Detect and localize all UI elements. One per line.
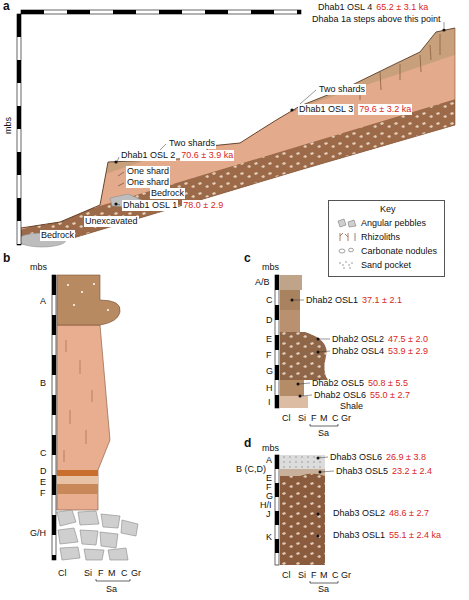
age-value: 23.2 ± 2.4 bbox=[392, 466, 432, 477]
age-value: 70.6 ± 3.9 ka bbox=[180, 150, 234, 161]
layer-label: E bbox=[266, 334, 272, 345]
age-value: 48.6 ± 2.7 bbox=[389, 508, 429, 519]
layer-label: A/B bbox=[255, 277, 270, 288]
layer-label: Bedrock bbox=[40, 230, 75, 241]
legend-text: Angular pebbles bbox=[361, 218, 426, 229]
layer-label: F bbox=[98, 568, 104, 579]
legend-text: Sand pocket bbox=[361, 260, 411, 271]
layer-label: Cl bbox=[282, 413, 291, 424]
layer-label: Dhab1 OSL 2 bbox=[120, 150, 176, 161]
layer-label: mbs bbox=[262, 262, 279, 273]
layer-label: D bbox=[40, 466, 47, 477]
layer-label: F bbox=[311, 413, 317, 424]
age-value: 78.0 ± 2.9 bbox=[182, 200, 224, 211]
layer-label: Two shards bbox=[318, 84, 366, 95]
layer-label: I bbox=[268, 397, 271, 408]
layer-label: One shard bbox=[126, 177, 170, 188]
layer-label: Dhab2 OSL1 bbox=[306, 295, 358, 306]
layer-label: Si bbox=[298, 570, 306, 581]
layer-label: mbs bbox=[262, 443, 279, 454]
layer-label: mbs bbox=[30, 262, 47, 273]
layer-label: D bbox=[266, 315, 273, 326]
layer-label: H bbox=[266, 383, 273, 394]
layer-label: E bbox=[40, 477, 46, 488]
legend-text: Rhizoliths bbox=[361, 232, 400, 243]
layer-label: F bbox=[40, 488, 46, 499]
layer-label: M bbox=[320, 570, 328, 581]
layer-label: C bbox=[121, 568, 128, 579]
age-value: 55.0 ± 2.7 bbox=[370, 390, 410, 401]
layer-label: Si bbox=[84, 568, 92, 579]
layer-label: J bbox=[266, 509, 271, 520]
layer-label: Cl bbox=[58, 568, 67, 579]
age-value: 37.1 ± 2.1 bbox=[362, 295, 402, 306]
age-value: 53.9 ± 2.9 bbox=[388, 346, 428, 357]
layer-label: F bbox=[266, 350, 272, 361]
panel-letter: a bbox=[3, 0, 10, 13]
layer-label: Dhab2 OSL6 bbox=[314, 390, 366, 401]
layer-label: A bbox=[266, 455, 272, 466]
layer-label: Cl bbox=[282, 570, 291, 581]
legend-text: Carbonate nodules bbox=[361, 246, 437, 257]
age-value: 65.2 ± 3.1 ka bbox=[376, 2, 428, 13]
key-title: Key bbox=[380, 204, 396, 215]
layer-label: Gr bbox=[341, 570, 351, 581]
layer-label: Dhab3 OSL6 bbox=[330, 452, 382, 463]
layer-label: Gr bbox=[341, 413, 351, 424]
layer-label: Dhab1 OSL 3 bbox=[298, 104, 354, 115]
layer-label: Two shards bbox=[168, 138, 216, 149]
layer-label: F bbox=[311, 570, 317, 581]
panel-letter: b bbox=[3, 252, 10, 265]
layer-label: B (C,D) bbox=[236, 464, 266, 475]
layer-label: Sa bbox=[318, 428, 329, 439]
layer-label: mbs bbox=[3, 117, 14, 134]
layer-label: Dhab2 OSL5 bbox=[312, 378, 364, 389]
layer-label: K bbox=[266, 532, 272, 543]
layer-label: Si bbox=[298, 413, 306, 424]
layer-label: B bbox=[40, 378, 46, 389]
layer-label: C bbox=[332, 413, 339, 424]
age-value: 55.1 ± 2.4 ka bbox=[389, 530, 441, 541]
layer-label: A bbox=[40, 296, 46, 307]
layer-label: Shale bbox=[340, 401, 363, 412]
layer-label: Dhaba 1a steps above this point bbox=[312, 14, 441, 25]
age-value: 79.6 ± 3.2 ka bbox=[358, 104, 412, 115]
layer-label: Dhab1 OSL 4 bbox=[318, 2, 372, 13]
layer-label: Bedrock bbox=[150, 188, 185, 199]
layer-label: Sa bbox=[318, 584, 329, 595]
layer-label: Sa bbox=[106, 584, 117, 595]
layer-label: Dhab3 OSL5 bbox=[336, 466, 388, 477]
layer-label: M bbox=[108, 568, 116, 579]
layer-label: C bbox=[332, 570, 339, 581]
layer-label: Gr bbox=[131, 568, 141, 579]
layer-label: Unexcavated bbox=[84, 216, 139, 227]
layer-label: Dhab2 OSL4 bbox=[332, 346, 384, 357]
age-value: 26.9 ± 3.8 bbox=[386, 452, 426, 463]
panel-letter: d bbox=[244, 437, 251, 450]
layer-label: Dhab1 OSL 1 bbox=[122, 200, 178, 211]
layer-label: G bbox=[266, 366, 273, 377]
layer-label: C bbox=[40, 448, 47, 459]
age-value: 47.5 ± 2.0 bbox=[388, 334, 428, 345]
layer-label: Dhab2 OSL2 bbox=[332, 334, 384, 345]
layer-label: G/H bbox=[30, 528, 46, 539]
layer-label: Dhab3 OSL2 bbox=[333, 508, 385, 519]
layer-label: C bbox=[266, 295, 273, 306]
panel-letter: c bbox=[244, 252, 251, 265]
layer-label: M bbox=[320, 413, 328, 424]
layer-label: Dhab3 OSL1 bbox=[333, 530, 385, 541]
age-value: 50.8 ± 5.5 bbox=[368, 378, 408, 389]
legend-icons bbox=[338, 219, 356, 269]
key-box: KeyAngular pebblesRhizolithsCarbonate no… bbox=[328, 200, 445, 277]
layer-label: One shard bbox=[126, 166, 170, 177]
